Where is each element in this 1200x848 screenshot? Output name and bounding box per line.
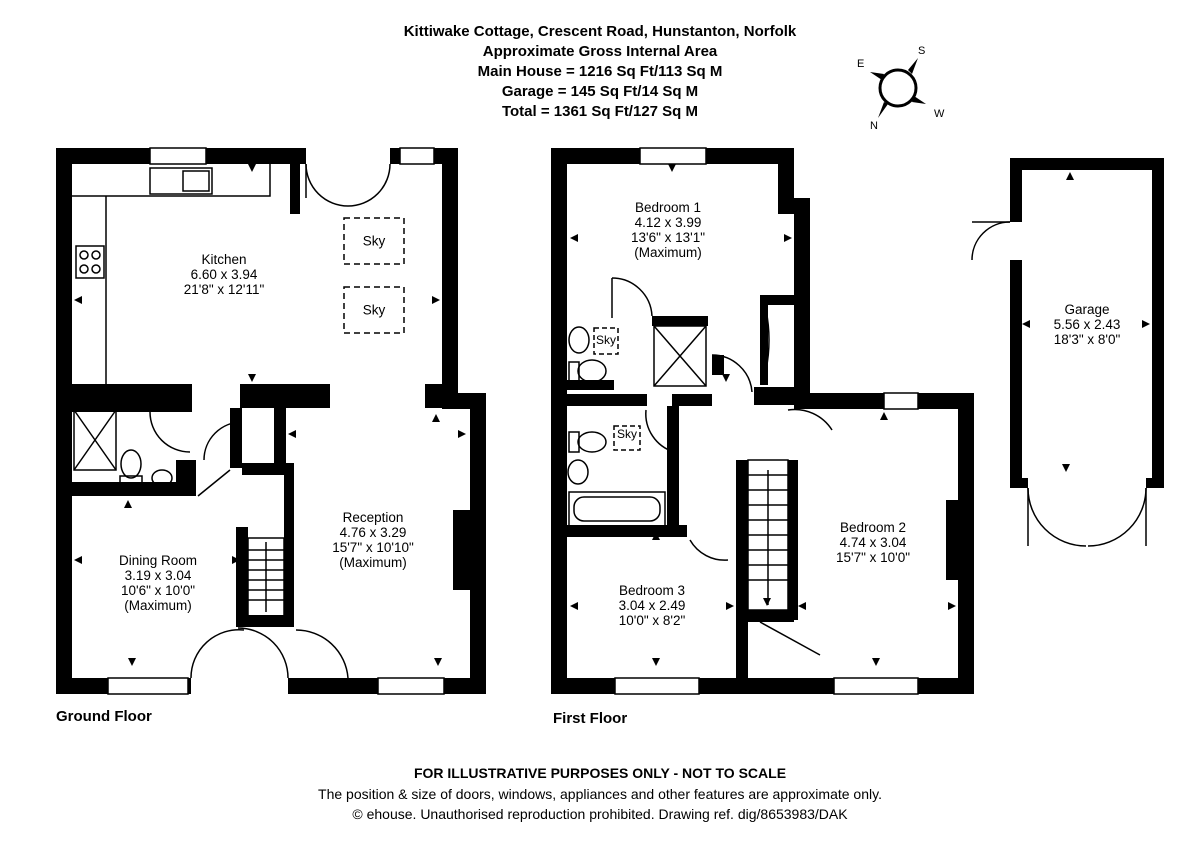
compass-south-label: S <box>918 45 926 57</box>
room-name: Bedroom 1 <box>634 200 702 215</box>
room-metric: 5.56 x 2.43 <box>1053 317 1121 332</box>
room-name: Kitchen <box>201 252 247 267</box>
ground-floor-details <box>72 147 445 695</box>
total-area: Total = 1361 Sq Ft/127 Sq M <box>501 103 699 120</box>
garage-walls <box>1010 158 1164 488</box>
room-metric: 4.12 x 3.99 <box>634 215 702 230</box>
garage-details <box>971 221 1147 547</box>
compass-east-label: E <box>857 58 865 70</box>
ground-floor-label: Ground Floor <box>56 708 152 725</box>
compass-north-label: N <box>870 120 878 132</box>
room-dining: Dining Room 3.19 x 3.04 10'6" x 10'0" (M… <box>119 553 197 613</box>
room-bedroom-2: Bedroom 2 4.74 x 3.04 15'7" x 10'0" <box>836 520 910 565</box>
room-bedroom-1: Bedroom 1 4.12 x 3.99 13'6" x 13'1" (Max… <box>631 200 705 260</box>
skylight-label: Sky <box>362 233 386 249</box>
room-note: (Maximum) <box>634 245 702 260</box>
room-reception: Reception 4.76 x 3.29 15'7" x 10'10" (Ma… <box>332 510 414 570</box>
garage-area: Garage = 145 Sq Ft/14 Sq M <box>501 83 699 100</box>
room-imperial: 10'6" x 10'0" <box>120 583 196 598</box>
skylight-label: Sky <box>362 302 386 318</box>
room-bedroom-3: Bedroom 3 3.04 x 2.49 10'0" x 8'2" <box>619 583 686 628</box>
room-metric: 6.60 x 3.94 <box>190 267 258 282</box>
room-imperial: 18'3" x 8'0" <box>1053 332 1121 347</box>
room-imperial: 15'7" x 10'10" <box>332 540 414 555</box>
room-name: Garage <box>1064 302 1110 317</box>
room-kitchen: Kitchen 6.60 x 3.94 21'8" x 12'11" <box>184 252 265 297</box>
room-metric: 4.74 x 3.04 <box>839 535 907 550</box>
area-heading: Approximate Gross Internal Area <box>482 43 718 60</box>
skylight-label: Sky <box>616 427 638 441</box>
room-metric: 3.19 x 3.04 <box>124 568 192 583</box>
room-garage: Garage 5.56 x 2.43 18'3" x 8'0" <box>1054 302 1121 347</box>
room-name: Bedroom 3 <box>618 583 686 598</box>
disclaimer: FOR ILLUSTRATIVE PURPOSES ONLY - NOT TO … <box>413 765 787 781</box>
room-note: (Maximum) <box>339 555 407 570</box>
compass-rose <box>870 58 926 118</box>
room-note: (Maximum) <box>124 598 192 613</box>
first-floor-details <box>567 147 919 695</box>
first-floor-label: First Floor <box>553 710 628 727</box>
approximation-note: The position & size of doors, windows, a… <box>318 786 882 802</box>
room-metric: 4.76 x 3.29 <box>339 525 407 540</box>
room-metric: 3.04 x 2.49 <box>618 598 686 613</box>
property-address: Kittiwake Cottage, Crescent Road, Hunsta… <box>403 23 797 40</box>
room-imperial: 15'7" x 10'0" <box>835 550 911 565</box>
room-imperial: 13'6" x 13'1" <box>630 230 706 245</box>
room-imperial: 21'8" x 12'11" <box>183 282 265 297</box>
skylight-label: Sky <box>595 333 617 347</box>
main-house-area: Main House = 1216 Sq Ft/113 Sq M <box>477 63 723 80</box>
compass-west-label: W <box>934 108 945 120</box>
room-name: Reception <box>342 510 404 525</box>
room-imperial: 10'0" x 8'2" <box>618 613 686 628</box>
room-name: Bedroom 2 <box>839 520 907 535</box>
room-name: Dining Room <box>118 553 198 568</box>
room-arrows <box>74 164 1150 666</box>
first-floor-walls <box>551 148 974 694</box>
copyright-notice: © ehouse. Unauthorised reproduction proh… <box>352 806 848 822</box>
